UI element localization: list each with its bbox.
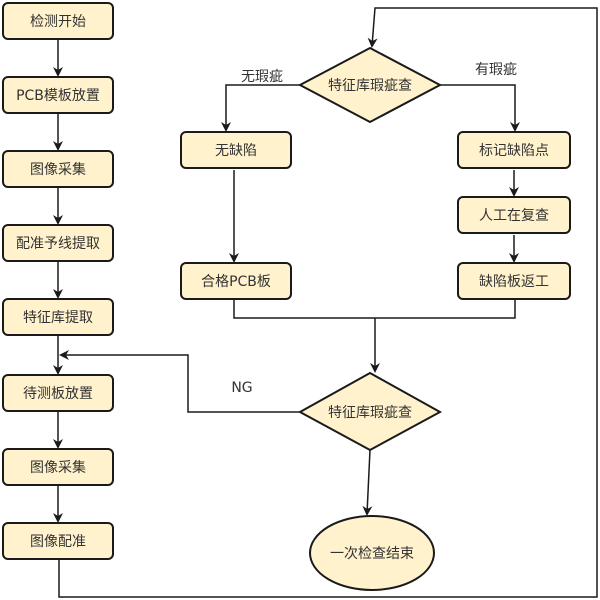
step-box-2[interactable] bbox=[2, 76, 114, 114]
step-box-7[interactable] bbox=[2, 448, 114, 486]
decision-1-label: 特征库瑕疵查 bbox=[328, 78, 412, 94]
edge-no-defect bbox=[221, 84, 300, 132]
defect-step-3-label: 缺陷板返工 bbox=[479, 274, 549, 290]
step-box-6[interactable] bbox=[2, 374, 114, 412]
step-label-4: 配准予线提取 bbox=[16, 236, 100, 252]
step-box-1[interactable] bbox=[2, 2, 114, 40]
step-box-3[interactable] bbox=[2, 150, 114, 188]
defect-step-3[interactable] bbox=[457, 262, 571, 300]
defect-step-1-label: 标记缺陷点 bbox=[479, 143, 549, 159]
defect-step-1[interactable] bbox=[457, 131, 571, 169]
step-box-4[interactable] bbox=[2, 224, 114, 262]
step-box-5[interactable] bbox=[2, 298, 114, 336]
no-defect-label: 无缺陷 bbox=[215, 143, 257, 159]
step-label-1: 检测开始 bbox=[30, 14, 86, 30]
step-label-6: 待测板放置 bbox=[23, 386, 93, 402]
edge-to-end bbox=[362, 449, 373, 516]
decision-2-label: 特征库瑕疵查 bbox=[328, 405, 412, 421]
step-box-8[interactable] bbox=[2, 522, 114, 560]
defect-step-2-label: 人工在复查 bbox=[479, 207, 549, 224]
qualified-box[interactable] bbox=[180, 262, 292, 300]
qualified-label: 合格PCB板 bbox=[201, 274, 271, 290]
edge-defect bbox=[440, 84, 520, 132]
end-label: 一次检查结束 bbox=[330, 546, 414, 562]
loop-edge bbox=[58, 7, 598, 598]
decision-1[interactable] bbox=[297, 46, 443, 124]
merge-edge bbox=[233, 299, 516, 371]
label-no-defect: 无瑕疵 bbox=[241, 69, 283, 85]
end-node[interactable] bbox=[309, 515, 435, 591]
edge-ng bbox=[59, 350, 300, 413]
step-label-8: 图像配准 bbox=[30, 534, 86, 550]
label-defect: 有瑕疵 bbox=[475, 62, 517, 78]
step-label-5: 特征库提取 bbox=[23, 310, 93, 326]
no-defect-box[interactable] bbox=[180, 131, 292, 169]
step-label-7: 图像采集 bbox=[30, 459, 86, 476]
label-ng: NG bbox=[231, 380, 252, 396]
step-label-2: PCB模板放置 bbox=[16, 88, 100, 104]
step-label-3: 图像采集 bbox=[30, 161, 86, 178]
defect-step-2[interactable] bbox=[457, 196, 571, 234]
